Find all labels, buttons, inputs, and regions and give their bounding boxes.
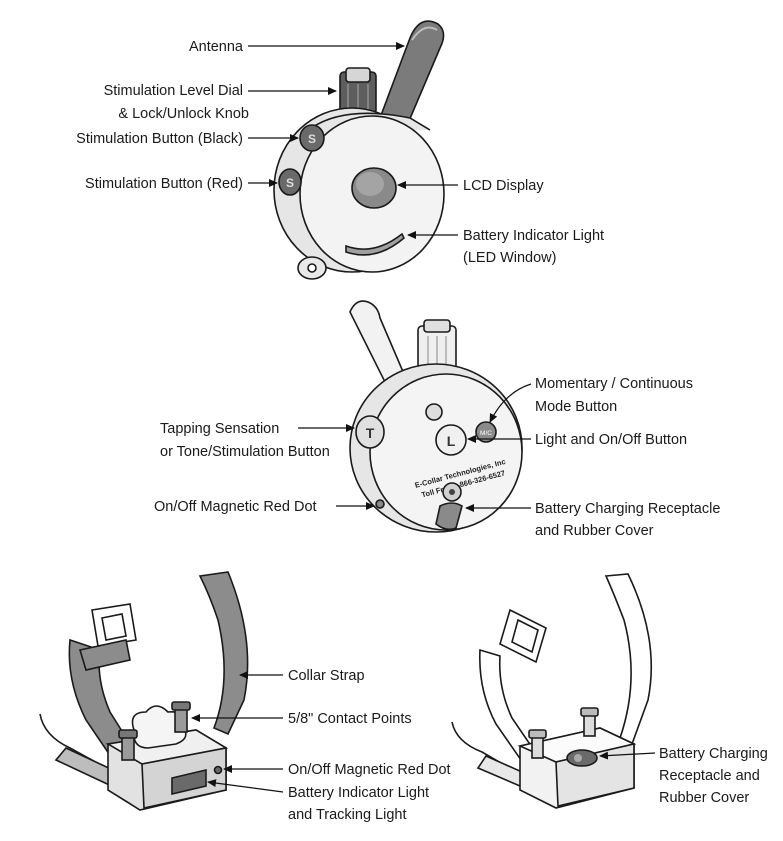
label-lcd: LCD Display — [397, 178, 544, 194]
leader-collar-charging — [599, 751, 656, 760]
label-magnetic-text: On/Off Magnetic Red Dot — [154, 499, 317, 515]
transmitter-back-illustration: T L M/C E-Collar Technologies, Inc Toll … — [349, 300, 523, 533]
label-collar-strap: Collar Strap — [239, 668, 365, 684]
button-s-text: S — [308, 132, 316, 146]
buckle-graphic — [91, 603, 137, 647]
tapping-button-graphic: T — [355, 415, 385, 449]
label-collar-magnetic: On/Off Magnetic Red Dot — [223, 762, 451, 778]
label-collar-battery: Battery Indicator Light and Tracking Lig… — [207, 779, 429, 823]
collar-receiver-right-illustration — [451, 573, 653, 809]
label-mode: Momentary / Continuous Mode Button — [489, 376, 693, 423]
label-light-text: Light and On/Off Button — [535, 432, 687, 448]
label-battery-line2: (LED Window) — [463, 250, 556, 266]
led-window-graphic — [345, 232, 405, 256]
lcd-display-graphic — [351, 167, 397, 209]
antenna-graphic — [378, 20, 445, 130]
label-light-button: Light and On/Off Button — [467, 432, 687, 448]
lanyard-loop-graphic — [297, 256, 327, 280]
label-antenna: Antenna — [189, 39, 405, 55]
label-stim-red-text: Stimulation Button (Red) — [85, 176, 243, 192]
collar-strap-graphic — [198, 571, 249, 736]
mode-button-graphic: M/C — [475, 421, 497, 443]
label-antenna-text: Antenna — [189, 39, 244, 55]
label-battery-light: Battery Indicator Light (LED Window) — [407, 228, 604, 266]
button-l-text: L — [447, 433, 456, 449]
label-stim-black: Stimulation Button (Black) — [76, 131, 299, 147]
label-mode-line1: Momentary / Continuous — [535, 376, 693, 392]
label-dial-line2: & Lock/Unlock Knob — [118, 106, 249, 122]
label-collar-charging: Battery Charging Receptacle and Rubber C… — [599, 746, 768, 806]
label-contact-text: 5/8" Contact Points — [288, 711, 412, 727]
led-tracking-window-graphic — [171, 768, 207, 796]
label-charging-line2: and Rubber Cover — [535, 523, 654, 539]
label-collar-battery-line2: and Tracking Light — [288, 807, 407, 823]
dial-back-graphic — [417, 319, 457, 373]
button-m-text: M/C — [480, 430, 492, 437]
label-charging: Battery Charging Receptacle and Rubber C… — [465, 501, 720, 539]
label-tapping-line1: Tapping Sensation — [160, 421, 279, 437]
charging-receptacle-graphic — [435, 482, 463, 531]
label-contact-points: 5/8" Contact Points — [191, 711, 412, 727]
label-collar-charging-line1: Battery Charging — [659, 746, 768, 762]
label-magnetic-dot: On/Off Magnetic Red Dot — [154, 499, 375, 515]
label-mode-line2: Mode Button — [535, 399, 617, 415]
label-tapping-line2: or Tone/Stimulation Button — [160, 444, 330, 460]
label-lcd-text: LCD Display — [463, 178, 544, 194]
label-tapping: Tapping Sensation or Tone/Stimulation Bu… — [160, 421, 355, 460]
stimulation-button-black-graphic: S — [299, 124, 325, 152]
label-stim-red: Stimulation Button (Red) — [85, 176, 278, 192]
label-collar-charging-line2: Receptacle and — [659, 768, 760, 784]
label-stim-black-text: Stimulation Button (Black) — [76, 131, 243, 147]
label-collar-magnetic-text: On/Off Magnetic Red Dot — [288, 762, 451, 778]
label-collar-battery-line1: Battery Indicator Light — [288, 785, 429, 801]
light-button-graphic: L — [435, 424, 467, 456]
label-dial-line1: Stimulation Level Dial — [104, 83, 243, 99]
label-dial: Stimulation Level Dial & Lock/Unlock Kno… — [104, 83, 337, 122]
label-collar-strap-text: Collar Strap — [288, 668, 365, 684]
stimulation-button-red-graphic: S — [278, 168, 302, 196]
label-charging-line1: Battery Charging Receptacle — [535, 501, 720, 517]
label-collar-charging-line3: Rubber Cover — [659, 790, 749, 806]
button-s-red-text: S — [286, 176, 294, 190]
collar-charging-graphic — [566, 749, 598, 767]
label-battery-line1: Battery Indicator Light — [463, 228, 604, 244]
leader-mode — [489, 383, 532, 423]
stimulation-dial-graphic — [339, 67, 377, 115]
contact-point-graphic — [118, 701, 191, 761]
button-t-text: T — [366, 425, 375, 441]
collar-receiver-left-illustration — [39, 571, 249, 811]
transmitter-front-illustration: S S — [273, 20, 445, 280]
leader-collar-battery — [207, 779, 284, 793]
